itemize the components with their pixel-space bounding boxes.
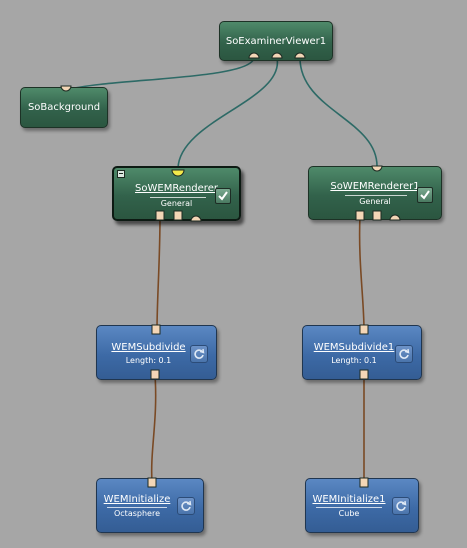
node-subtitle: Length: 0.1: [125, 356, 172, 365]
node-title: WEMInitialize1: [312, 494, 386, 505]
minimize-icon[interactable]: [117, 170, 125, 178]
output-connector: [359, 324, 369, 335]
node-title: WEMSubdivide: [111, 342, 186, 353]
input-connector: [371, 165, 383, 172]
input-connector: [248, 52, 260, 59]
wire-initialize-subdivide[interactable]: [150, 374, 157, 483]
initialize1-output-connector[interactable]: [356, 475, 372, 489]
wire-subdivide1-renderer1[interactable]: [358, 215, 365, 331]
output-connector: [155, 210, 165, 221]
title-separator: [316, 507, 382, 508]
renderer1-connectors[interactable]: [350, 162, 410, 226]
title-separator: [150, 197, 206, 198]
node-subtitle: Octasphere: [113, 509, 160, 518]
check-icon: [420, 190, 430, 200]
check-icon: [218, 191, 228, 201]
node-title: SoWEMRenderer1: [330, 181, 420, 192]
input-connector: [150, 369, 160, 380]
input-connector: [271, 52, 283, 59]
viewer-input-connectors[interactable]: [246, 52, 308, 62]
input-connector: [389, 214, 401, 221]
refresh-button[interactable]: [190, 345, 208, 363]
wire-viewer-renderer1[interactable]: [299, 57, 378, 168]
title-separator: [107, 507, 167, 508]
enable-checkbox[interactable]: [417, 187, 433, 203]
output-connector: [173, 210, 183, 221]
node-title: SoBackground: [27, 102, 101, 113]
refresh-icon: [194, 348, 205, 359]
subdivide-connectors[interactable]: [148, 322, 164, 382]
refresh-icon: [181, 500, 192, 511]
output-connector: [151, 324, 161, 335]
initialize-output-connector[interactable]: [144, 475, 160, 489]
node-subtitle: Length: 0.1: [331, 356, 377, 365]
wire-viewer-renderer[interactable]: [177, 57, 278, 169]
output-connector: [372, 210, 382, 221]
wire-subdivide-renderer[interactable]: [156, 215, 161, 331]
refresh-icon: [396, 500, 407, 511]
enable-checkbox[interactable]: [215, 188, 231, 204]
node-so-background[interactable]: SoBackground: [20, 87, 108, 128]
node-title: SoExaminerViewer1: [225, 36, 327, 47]
node-so-examiner-viewer[interactable]: SoExaminerViewer1: [219, 21, 333, 61]
node-subtitle: General: [160, 199, 193, 208]
input-connector: [359, 369, 369, 380]
node-subtitle: General: [359, 197, 391, 206]
title-separator: [345, 195, 407, 196]
input-connector: [190, 215, 202, 222]
input-connector: [294, 52, 306, 59]
node-title: WEMInitialize: [103, 494, 171, 505]
refresh-button[interactable]: [177, 497, 195, 515]
refresh-button[interactable]: [395, 345, 413, 363]
subdivide1-connectors[interactable]: [356, 322, 372, 382]
renderer-connectors[interactable]: [150, 162, 210, 226]
node-wem-initialize1[interactable]: WEMInitialize1 Cube: [305, 478, 419, 533]
node-title: SoWEMRenderer: [135, 183, 218, 194]
output-connector: [355, 210, 365, 221]
refresh-icon: [399, 348, 410, 359]
highlighted-input-connector: [171, 169, 185, 177]
wire-viewer-background[interactable]: [65, 57, 255, 91]
background-output-connector[interactable]: [60, 84, 72, 92]
node-so-wem-renderer[interactable]: SoWEMRenderer General: [112, 166, 241, 221]
node-subtitle: Cube: [338, 509, 360, 518]
refresh-button[interactable]: [392, 497, 410, 515]
node-title: WEMSubdivide1: [313, 342, 395, 353]
